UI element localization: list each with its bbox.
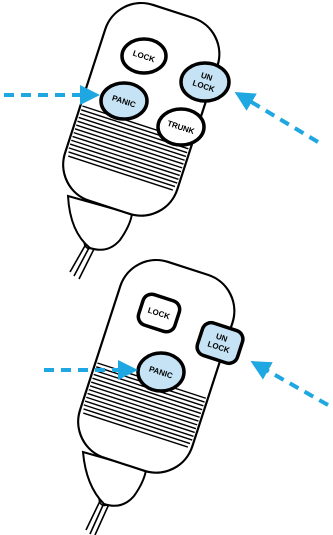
key-fob-bottom: LOCK UN LOCK PANIC [68, 250, 245, 535]
trunk-button[interactable]: TRUNK [158, 109, 204, 145]
arrow-to-unlock-bottom [254, 363, 328, 405]
panic-button[interactable]: PANIC [138, 353, 184, 391]
unlock-button[interactable]: UN LOCK [181, 63, 229, 101]
key-fob-top: LOCK UN LOCK PANIC TRUNK [53, 0, 229, 279]
arrow-to-unlock-top [238, 94, 318, 142]
lock-button[interactable]: LOCK [122, 39, 166, 73]
panic-button[interactable]: PANIC [101, 83, 147, 119]
